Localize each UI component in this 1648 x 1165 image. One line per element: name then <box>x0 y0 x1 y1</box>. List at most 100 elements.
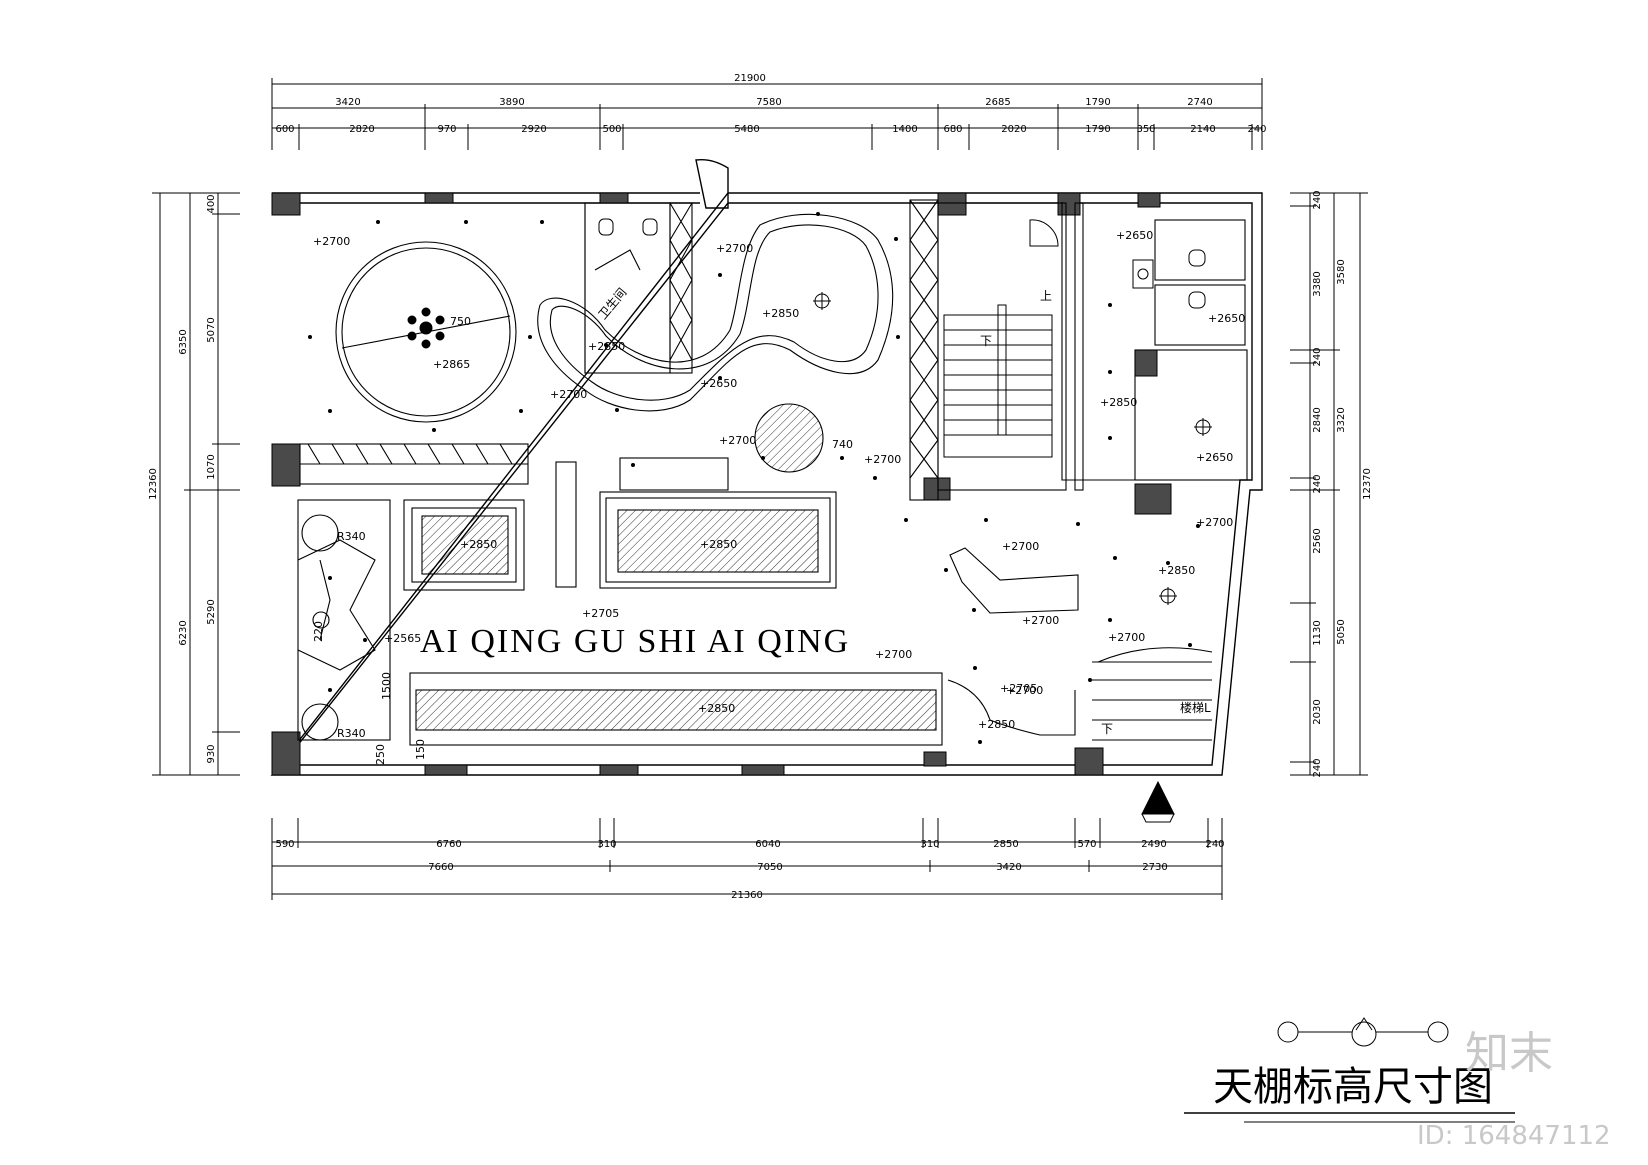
dim-right-in-0: 240 <box>1312 190 1323 209</box>
dim-top-r1-3: 2685 <box>985 97 1010 108</box>
watermark-logo: 知末 <box>1465 1028 1553 1079</box>
level-mark: +2700 <box>1006 684 1043 697</box>
dim-bot-r2-0: 7660 <box>428 862 453 873</box>
dim-left-in-0: 400 <box>206 194 217 213</box>
dim-top-r2-2: 970 <box>437 124 456 135</box>
drawing-title: 天棚标高尺寸图 <box>1213 1064 1493 1109</box>
watermark-id: ID: 164847112 <box>1417 1121 1611 1151</box>
dim-bot-r1-7: 2490 <box>1141 839 1166 850</box>
toilet-icon <box>1188 249 1206 267</box>
dim-bot-r1-5: 2850 <box>993 839 1018 850</box>
toilet-icon <box>598 218 614 236</box>
dim-left-mid-0: 6350 <box>178 329 189 354</box>
dim-top-r2-10: 350 <box>1136 124 1155 135</box>
level-mark: +2700 <box>719 434 756 447</box>
annotation-250: 250 <box>374 744 387 765</box>
dim-right-mid-2: 5050 <box>1336 619 1347 644</box>
dim-bot-r1-1: 6760 <box>436 839 461 850</box>
level-mark: +2700 <box>1108 631 1145 644</box>
dim-left-outer: 12360 <box>148 468 159 500</box>
north-arrow-icon <box>1141 780 1175 823</box>
annotation-radius: 740 <box>832 438 853 451</box>
dim-top-r2-3: 2920 <box>521 124 546 135</box>
dimension-lines <box>152 78 1368 900</box>
level-mark: +2700 <box>550 388 587 401</box>
dim-top-r1-5: 2740 <box>1187 97 1212 108</box>
dim-top-r2-7: 680 <box>943 124 962 135</box>
toilet-icon <box>1188 291 1206 309</box>
label-stair: 楼梯L <box>1180 700 1211 715</box>
dim-bot-r2-2: 3420 <box>996 862 1021 873</box>
label-restroom: 卫生间 <box>596 285 630 322</box>
title-block: 天棚标高尺寸图 <box>1184 1017 1515 1123</box>
dim-top-r2-8: 2020 <box>1001 124 1026 135</box>
level-mark: +2705 <box>582 607 619 620</box>
dim-top-r2-11: 2140 <box>1190 124 1215 135</box>
downlights <box>308 212 1200 744</box>
exterior-walls <box>270 158 1263 776</box>
dim-right-in-2: 240 <box>1312 347 1323 366</box>
dim-right-in-1: 3380 <box>1312 271 1323 296</box>
dim-bot-r1-0: 590 <box>275 839 294 850</box>
annotation-220: 220 <box>312 621 325 642</box>
level-mark: +2850 <box>1100 396 1137 409</box>
level-markers: +2700 +2700 +2865 +2700 +2650 +2850 +285… <box>312 229 1245 765</box>
dim-left-in-1: 5070 <box>206 317 217 342</box>
dim-bot-r2-3: 2730 <box>1142 862 1167 873</box>
sink-icon <box>1132 259 1154 289</box>
level-mark: +2850 <box>700 538 737 551</box>
dim-right-mid-0: 3580 <box>1336 259 1347 284</box>
dim-top-r2-4: 500 <box>602 124 621 135</box>
level-mark: +2650 <box>1208 312 1245 325</box>
dim-bot-r2-1: 7050 <box>757 862 782 873</box>
dim-bot-r1-8: 240 <box>1205 839 1224 850</box>
dim-left-in-2: 1070 <box>206 454 217 479</box>
dim-top-r1-0: 3420 <box>335 97 360 108</box>
level-mark: +2850 <box>588 340 625 353</box>
dim-bot-r1-2: 310 <box>597 839 616 850</box>
level-mark: +2700 <box>716 242 753 255</box>
level-mark: +2850 <box>460 538 497 551</box>
dim-right-in-7: 2030 <box>1312 699 1323 724</box>
staircase <box>943 219 1213 741</box>
dim-right-in-4: 240 <box>1312 474 1323 493</box>
dim-bot-r1-4: 310 <box>920 839 939 850</box>
annotation-150: 150 <box>414 739 427 760</box>
dim-right-in-3: 2840 <box>1312 407 1323 432</box>
dim-bot-r1-6: 570 <box>1077 839 1096 850</box>
level-mark: +2700 <box>1196 516 1233 529</box>
dim-top-r2-1: 2820 <box>349 124 374 135</box>
level-mark: +2565 <box>384 632 421 645</box>
banner-text: AI QING GU SHI AI QING <box>420 623 850 660</box>
dim-right-in-6: 1130 <box>1312 620 1323 645</box>
dim-bot-total: 21360 <box>731 890 763 901</box>
level-mark: +2700 <box>313 235 350 248</box>
level-mark: +2865 <box>433 358 470 371</box>
dim-top-r2-12: 240 <box>1247 124 1266 135</box>
level-mark: +2850 <box>978 718 1015 731</box>
dim-left-in-4: 930 <box>206 744 217 763</box>
label-stair-up: 上 <box>1040 289 1052 303</box>
chandelier-icon <box>407 307 445 349</box>
dim-right-outer: 12370 <box>1362 468 1373 500</box>
ceiling-fan-icon <box>1159 587 1177 605</box>
dimension-texts: 21900 3420 3890 7580 2685 1790 2740 600 … <box>148 73 1373 901</box>
dim-left-mid-1: 6230 <box>178 620 189 645</box>
fixtures <box>407 218 1212 823</box>
dim-left-in-3: 5290 <box>206 599 217 624</box>
annotation-r-bottom: R340 <box>337 727 366 740</box>
level-mark: +2705 <box>1000 682 1037 695</box>
level-mark: +2650 <box>1196 451 1233 464</box>
ceiling-fan-icon <box>813 292 831 310</box>
watermark: 知末 ID: 164847112 <box>1417 1028 1611 1151</box>
dim-right-in-5: 2560 <box>1312 528 1323 553</box>
level-mark: +2650 <box>700 377 737 390</box>
interior-partitions <box>297 199 1248 741</box>
level-mark: +2700 <box>1022 614 1059 627</box>
dim-top-r1-4: 1790 <box>1085 97 1110 108</box>
toilet-icon <box>642 218 658 236</box>
dim-bot-r1-3: 6040 <box>755 839 780 850</box>
label-stair-down-1: 下 <box>980 334 992 348</box>
level-mark: +2650 <box>1116 229 1153 242</box>
